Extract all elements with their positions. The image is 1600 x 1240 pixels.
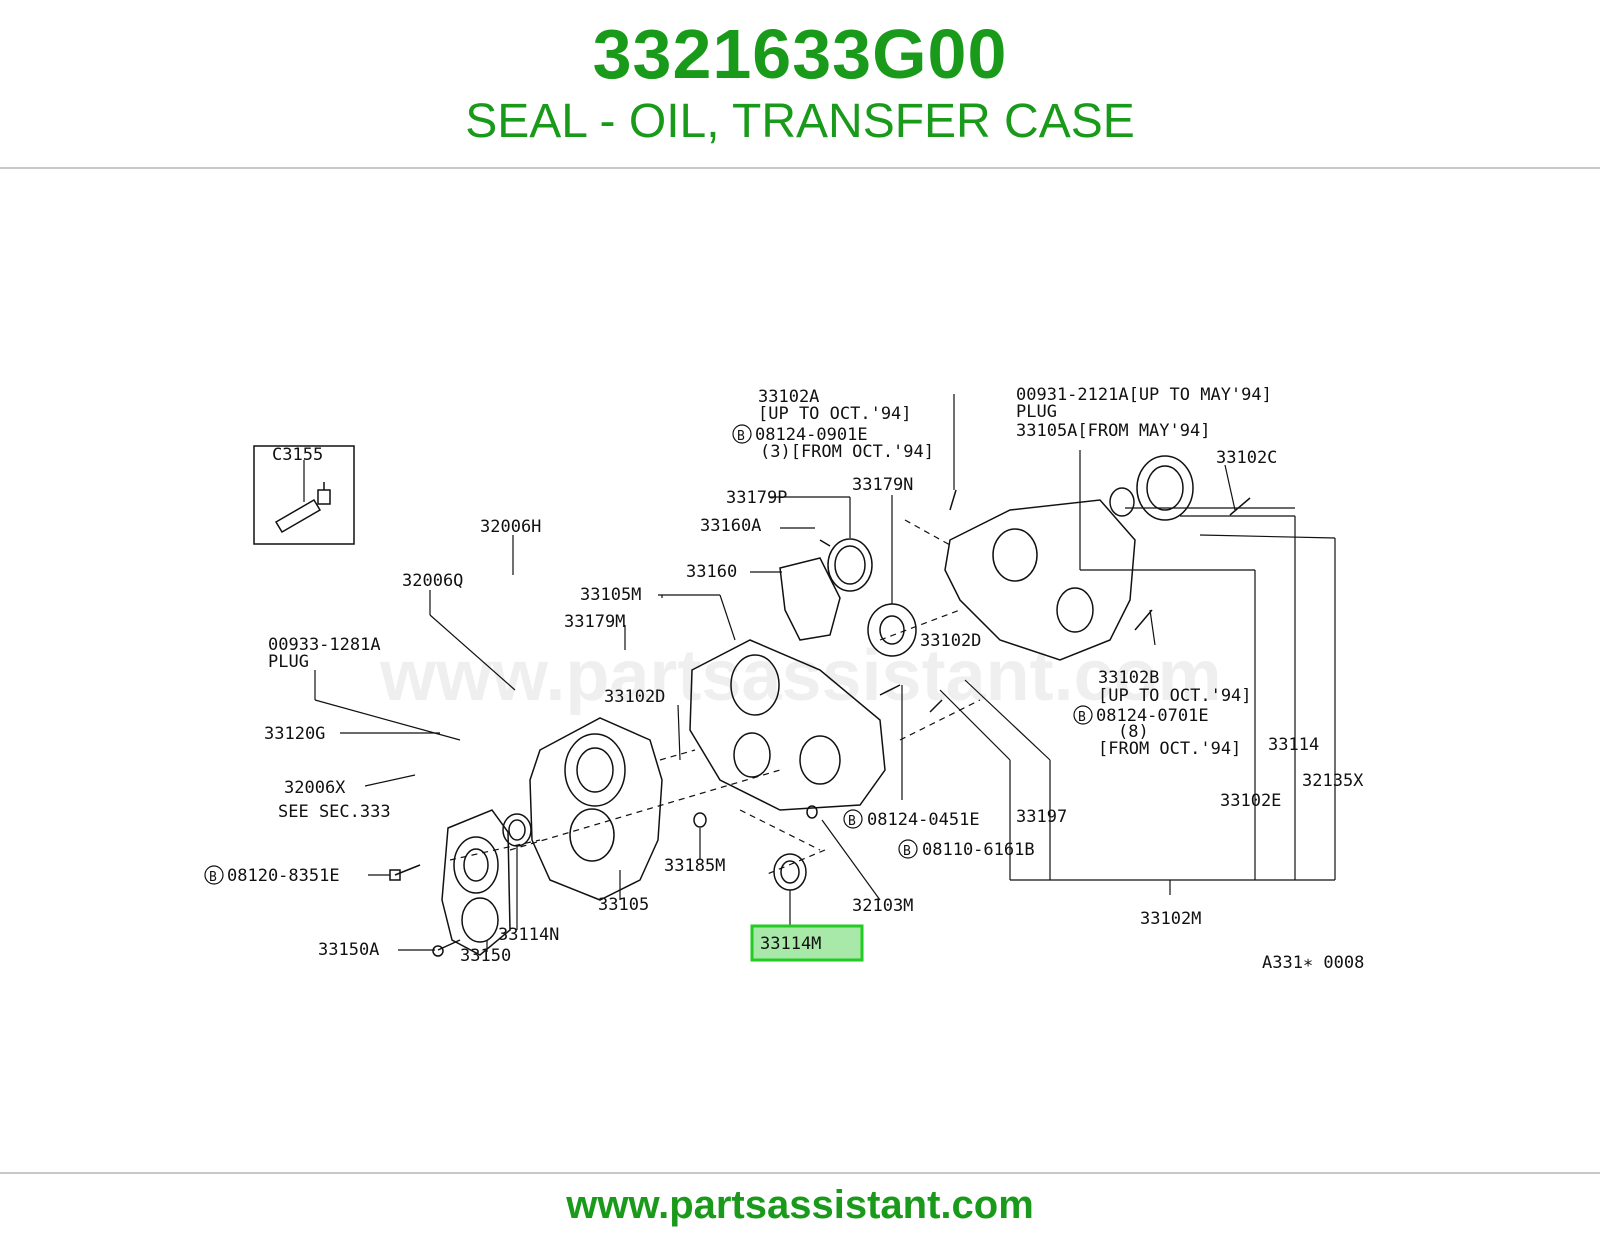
label-33160a: 33160A <box>700 516 761 536</box>
label-plug-2: PLUG <box>1016 402 1057 422</box>
label-32006h: 32006H <box>480 517 541 537</box>
bolt-marker-4: B <box>848 814 856 829</box>
bolt-33102a <box>949 489 957 511</box>
footer-url-link[interactable]: www.partsassistant.com <box>566 1183 1034 1227</box>
label-33102d-b: 33102D <box>920 631 981 651</box>
label-33114n: 33114N <box>498 925 559 945</box>
label-33102a: 33102A <box>758 387 819 407</box>
ring-33179p <box>827 538 873 592</box>
part-labels: C3155 32006H 32006Q 00933-1281A PLUG 331… <box>204 385 1364 973</box>
label-33179n: 33179N <box>852 475 913 495</box>
label-08124-0701e: 08124-0701E <box>1096 706 1209 726</box>
label-08124-0901e: 08124-0901E <box>755 425 868 445</box>
label-33102d-a: 33102D <box>604 687 665 707</box>
diagram-watermark: www.partsassistant.com <box>379 636 1222 716</box>
label-33102c: 33102C <box>1216 448 1277 468</box>
seal-33114 <box>1109 487 1135 517</box>
label-32006q: 32006Q <box>402 571 463 591</box>
label-33160: 33160 <box>686 562 737 582</box>
label-c3155: C3155 <box>272 445 323 465</box>
label-08120-8351e: 08120-8351E <box>227 866 340 886</box>
cover-33160 <box>779 557 841 641</box>
label-qty-8: (8) <box>1118 722 1149 742</box>
label-33114: 33114 <box>1268 735 1319 755</box>
bolt-08110-6161b <box>929 699 943 713</box>
pin-32103m <box>806 805 818 819</box>
header-divider <box>0 167 1600 169</box>
label-33179m: 33179M <box>564 612 625 632</box>
label-33105: 33105 <box>598 895 649 915</box>
label-33102b: 33102B <box>1098 668 1159 688</box>
label-33102m: 33102M <box>1140 909 1201 929</box>
label-08110-6161b: 08110-6161B <box>922 840 1035 860</box>
footer-divider <box>0 1172 1600 1174</box>
bolts <box>389 489 1251 957</box>
parts-diagram: www.partsassistant.com <box>180 340 1420 1010</box>
label-33185m: 33185M <box>664 856 725 876</box>
label-00931-2121a: 00931-2121A[UP TO MAY'94] <box>1016 385 1272 405</box>
seal-33185m <box>693 812 707 828</box>
label-32103m: 32103M <box>852 896 913 916</box>
seal-32135x <box>1136 455 1194 521</box>
highlight-box-33114m <box>750 924 864 962</box>
assembly-dashes <box>449 519 981 876</box>
label-see-sec-333: SEE SEC.333 <box>278 802 391 822</box>
label-up-oct94-a: [UP TO OCT.'94] <box>758 404 912 424</box>
bolt-marker-1: B <box>209 870 217 885</box>
label-33179p: 33179P <box>726 488 787 508</box>
label-33197: 33197 <box>1016 807 1067 827</box>
label-00933-1281a: 00933-1281A <box>268 635 381 655</box>
rear-cover-33150 <box>441 809 511 956</box>
adapter-plate-33105m <box>689 639 886 811</box>
bolt-33102b <box>1134 609 1153 631</box>
label-from-oct94-a: (3)[FROM OCT.'94] <box>760 442 934 462</box>
bolt-marker-2: B <box>737 429 745 444</box>
part-number-title: 3321633G00 <box>592 15 1008 93</box>
transfer-case-33105 <box>529 717 663 901</box>
label-33102e: 33102E <box>1220 791 1281 811</box>
front-case-33102m <box>944 499 1136 661</box>
label-08124-0451e: 08124-0451E <box>867 810 980 830</box>
bolt-marker-3: B <box>1078 710 1086 725</box>
label-33150: 33150 <box>460 946 511 966</box>
label-33114m: 33114M <box>760 934 821 954</box>
label-from-oct94-b: [FROM OCT.'94] <box>1098 739 1241 759</box>
label-33150a: 33150A <box>318 940 379 960</box>
label-up-oct94-b: [UP TO OCT.'94] <box>1098 686 1252 706</box>
label-33120g: 33120G <box>264 724 325 744</box>
label-32006x: 32006X <box>284 778 346 798</box>
bolt-33160a <box>819 539 831 547</box>
bolt-08120-8351e <box>394 864 421 876</box>
page-header: 3321633G00 SEAL - OIL, TRANSFER CASE <box>0 0 1600 168</box>
bolt-33102c <box>1229 497 1251 516</box>
bolt-08124-0451e <box>879 684 901 696</box>
seal-rings <box>502 455 1194 891</box>
parts-diagram-svg: www.partsassistant.com <box>180 340 1420 1010</box>
label-plug-1: PLUG <box>268 652 309 672</box>
label-32135x: 32135X <box>1302 771 1364 791</box>
part-description: SEAL - OIL, TRANSFER CASE <box>465 95 1135 148</box>
bolt-marker-5: B <box>903 844 911 859</box>
figure-code: A331∗ 0008 <box>1262 953 1364 973</box>
label-33105a: 33105A[FROM MAY'94] <box>1016 421 1210 441</box>
label-33105m: 33105M <box>580 585 641 605</box>
leader-lines <box>303 394 1336 952</box>
c3155-sealant-tube <box>253 445 355 545</box>
